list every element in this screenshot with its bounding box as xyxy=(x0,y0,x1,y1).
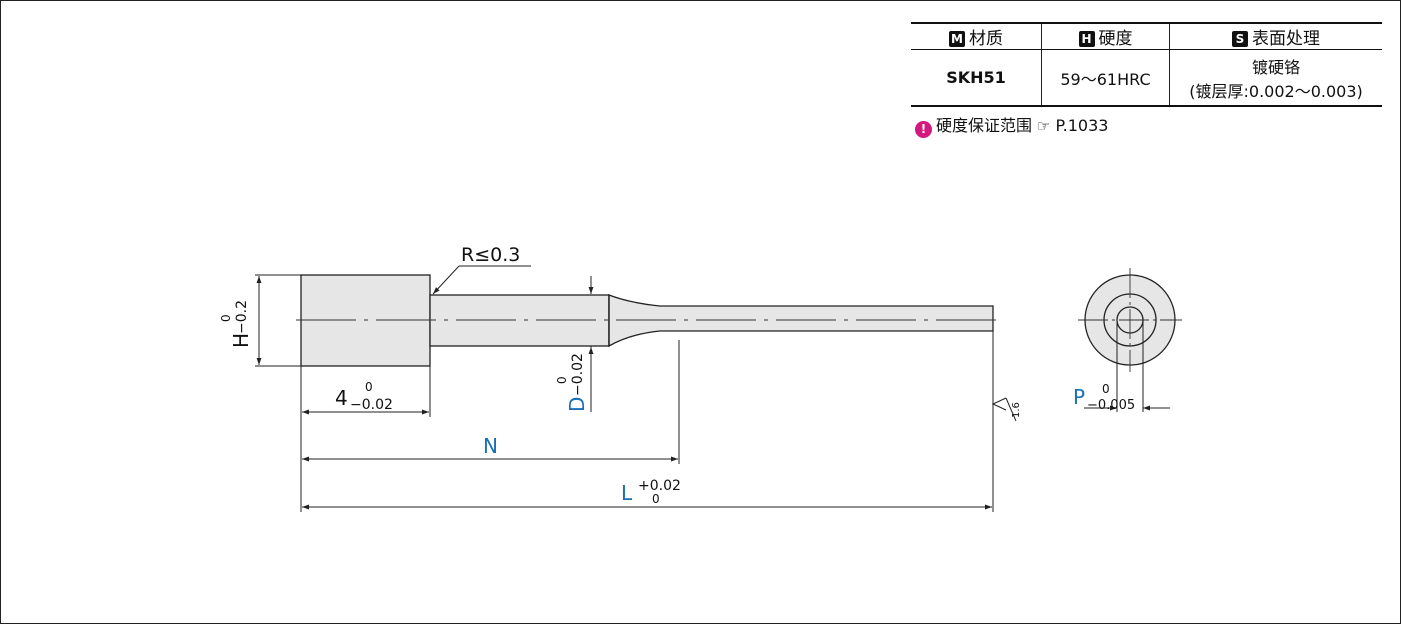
p-tol-upper: 0 xyxy=(1102,382,1110,396)
pin-side-view xyxy=(296,274,1000,367)
pointing-hand-icon: ☞ xyxy=(1037,117,1051,135)
d-tol-lower: −0.02 xyxy=(570,353,586,396)
d-dimension: D 0 −0.02 xyxy=(555,276,594,412)
spec-table-row: SKH51 59～61HRC 镀硬铬 (镀层厚:0.002～0.003) xyxy=(911,49,1382,107)
h-dimension-label: H xyxy=(229,333,253,348)
surface-value: 镀硬铬 (镀层厚:0.002～0.003) xyxy=(1169,49,1382,107)
warning-icon: ! xyxy=(915,121,932,138)
hardness-badge-icon: H xyxy=(1078,31,1095,47)
l-tol-upper: +0.02 xyxy=(638,478,681,494)
d-tol-upper: 0 xyxy=(555,376,569,384)
page-reference-link[interactable]: P.1033 xyxy=(1055,116,1109,135)
h-tol-lower: −0.2 xyxy=(234,300,250,334)
roughness-value: 1.6 xyxy=(1011,402,1022,418)
surface-value-line1: 镀硬铬 xyxy=(1251,57,1300,77)
hardness-value: 59～61HRC xyxy=(1041,49,1170,107)
n-dimension: N xyxy=(302,340,680,464)
head-length-label: 4 xyxy=(335,386,348,410)
l-dimension: L +0.02 0 xyxy=(302,331,994,512)
p-dimension: P 0 −0.005 xyxy=(1073,382,1135,413)
hardness-note-text: 硬度保证范围 xyxy=(936,116,1033,135)
d-dimension-label: D xyxy=(565,397,589,412)
material-badge-icon: M xyxy=(949,31,965,47)
head-length-tol-upper: 0 xyxy=(365,380,373,394)
n-dimension-label: N xyxy=(483,434,498,458)
hardness-note: !硬度保证范围☞P.1033 xyxy=(915,112,1108,138)
material-header-label: 材质 xyxy=(969,29,1003,49)
h-tol-upper: 0 xyxy=(219,314,233,322)
material-value: SKH51 xyxy=(911,49,1042,107)
pin-taper xyxy=(608,294,994,348)
surface-badge-icon: S xyxy=(1232,31,1248,47)
h-dimension: H 0 −0.2 xyxy=(219,274,301,367)
end-view xyxy=(1078,268,1182,412)
hardness-header-label: 硬度 xyxy=(1098,29,1133,49)
surface-value-line2: (镀层厚:0.002～0.003) xyxy=(1189,81,1363,101)
p-dimension-label: P xyxy=(1073,385,1085,409)
surface-header-label: 表面处理 xyxy=(1252,29,1320,49)
l-dimension-label: L xyxy=(621,481,633,505)
pin-head xyxy=(300,274,431,367)
radius-callout: R≤0.3 xyxy=(432,244,531,295)
l-tol-lower: 0 xyxy=(652,492,660,506)
p-tol-lower: −0.005 xyxy=(1087,398,1135,413)
pin-shank xyxy=(429,294,610,347)
head-length-dimension: 4 0 −0.02 xyxy=(300,346,431,512)
surface-roughness-symbol: 1.6 xyxy=(991,397,1022,422)
head-length-tol-lower: −0.02 xyxy=(350,397,393,413)
radius-label: R≤0.3 xyxy=(461,244,520,266)
